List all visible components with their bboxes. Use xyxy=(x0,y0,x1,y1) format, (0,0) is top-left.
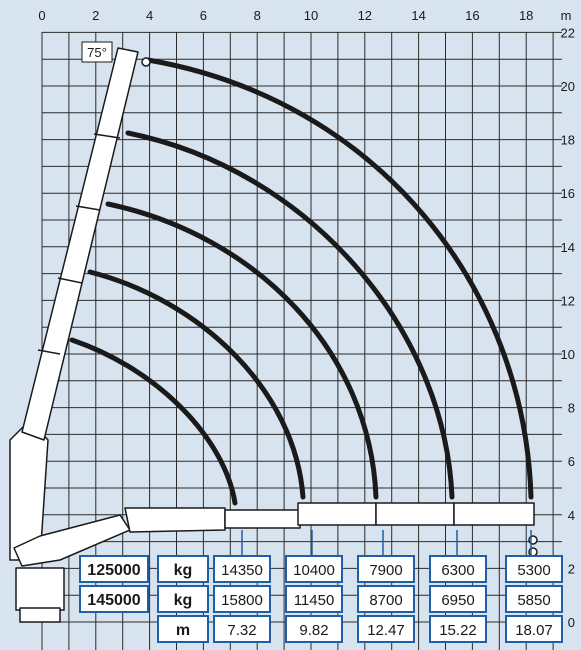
table-value: 18.07 xyxy=(515,622,553,639)
table-value-cell xyxy=(285,555,343,583)
table-value-cell xyxy=(505,585,563,613)
table-value: 6300 xyxy=(441,562,474,579)
y-tick-label: 14 xyxy=(561,240,575,255)
y-tick-label: 18 xyxy=(561,133,575,148)
table-value-cell xyxy=(285,585,343,613)
y-tick-label: 10 xyxy=(561,347,575,362)
table-row-label: 125000 xyxy=(87,562,140,579)
table-value: 7.32 xyxy=(227,622,256,639)
y-tick-label: 2 xyxy=(568,561,575,576)
table-value: 8700 xyxy=(369,592,402,609)
arc-reach-1 xyxy=(69,337,238,506)
arc-reach-4 xyxy=(125,130,455,500)
table-connectors xyxy=(241,530,532,556)
table-value: 6950 xyxy=(441,592,474,609)
arc-reach-5 xyxy=(145,57,534,500)
table-value-cell xyxy=(357,615,415,643)
table-unit-label: kg xyxy=(174,592,193,609)
table-value-cell xyxy=(213,585,271,613)
table-value: 5850 xyxy=(517,592,550,609)
y-tick-label: 8 xyxy=(568,401,575,416)
boom-joint-2 xyxy=(57,277,83,284)
boom-section-1 xyxy=(224,509,301,529)
crane-base-foot xyxy=(19,607,61,623)
y-tick-label: 6 xyxy=(568,454,575,469)
boom-section-2 xyxy=(297,502,377,526)
load-arcs xyxy=(69,57,534,506)
table-value: 9.82 xyxy=(299,622,328,639)
y-tick-label: 20 xyxy=(561,79,575,94)
table-value-cell xyxy=(505,615,563,643)
table-unit-cell xyxy=(157,555,209,583)
end-hook xyxy=(528,535,538,545)
table-value: 15800 xyxy=(221,592,263,609)
table-value-cell xyxy=(429,585,487,613)
x-tick-label: 14 xyxy=(411,8,425,23)
table-value: 7900 xyxy=(369,562,402,579)
table-value: 11450 xyxy=(294,592,335,609)
table-unit-label: m xyxy=(176,622,190,639)
tip-hook xyxy=(141,57,151,67)
arc-reach-3 xyxy=(105,201,379,500)
boom-joint-4 xyxy=(93,133,121,139)
table-value: 14350 xyxy=(221,562,263,579)
crane-base xyxy=(15,567,65,611)
table-unit-cell xyxy=(157,585,209,613)
vertical-boom xyxy=(21,47,139,441)
table-value-cell xyxy=(213,555,271,583)
table-value: 5300 xyxy=(517,562,550,579)
boom-section-3 xyxy=(375,502,455,526)
x-tick-label: 4 xyxy=(146,8,153,23)
angle-label-box xyxy=(81,41,113,63)
x-tick-label: 6 xyxy=(200,8,207,23)
x-tick-label: 16 xyxy=(465,8,479,23)
table-unit-cell xyxy=(157,615,209,643)
table-value-cell xyxy=(505,555,563,583)
y-tick-label: 22 xyxy=(561,25,575,40)
arc-reach-2 xyxy=(87,269,306,500)
x-tick-label: 12 xyxy=(358,8,372,23)
table-value-cell xyxy=(357,585,415,613)
horizontal-boom xyxy=(124,507,226,533)
y-axis-ticks: 0 2 4 6 8 10 12 14 16 18 20 22 xyxy=(561,25,575,630)
table-value-cell xyxy=(429,555,487,583)
table-value-cell xyxy=(285,615,343,643)
x-axis-ticks: 0 2 4 6 8 10 12 14 16 18 xyxy=(38,8,533,23)
boom-joint-3 xyxy=(75,205,101,211)
table-value-cell xyxy=(357,555,415,583)
table-row-label-cell xyxy=(79,555,149,583)
x-tick-label: 10 xyxy=(304,8,318,23)
table-value: 10400 xyxy=(293,562,335,579)
table-value-cell xyxy=(429,615,487,643)
load-table: 125000 kg 14350 10400 7900 6300 5300 145000 kg 15… xyxy=(79,555,563,643)
table-value: 15.22 xyxy=(439,622,477,639)
table-value: 12.47 xyxy=(367,622,405,639)
table-row-label: 145000 xyxy=(87,592,140,609)
table-row-label-cell xyxy=(79,585,149,613)
y-tick-label: 4 xyxy=(568,508,575,523)
boom-joint-1 xyxy=(37,349,61,355)
y-axis-unit: m xyxy=(561,8,572,23)
end-hook-2 xyxy=(528,547,538,557)
x-tick-label: 8 xyxy=(254,8,261,23)
x-tick-label: 2 xyxy=(92,8,99,23)
table-unit-label: kg xyxy=(174,562,193,579)
angle-label: 75° xyxy=(87,45,107,60)
y-tick-label: 0 xyxy=(568,615,575,630)
x-tick-label: 18 xyxy=(519,8,533,23)
table-value-cell xyxy=(213,615,271,643)
y-tick-label: 16 xyxy=(561,186,575,201)
crane-illustration xyxy=(9,47,538,623)
x-tick-label: 0 xyxy=(38,8,45,23)
y-tick-label: 12 xyxy=(561,293,575,308)
boom-section-4 xyxy=(453,502,535,526)
